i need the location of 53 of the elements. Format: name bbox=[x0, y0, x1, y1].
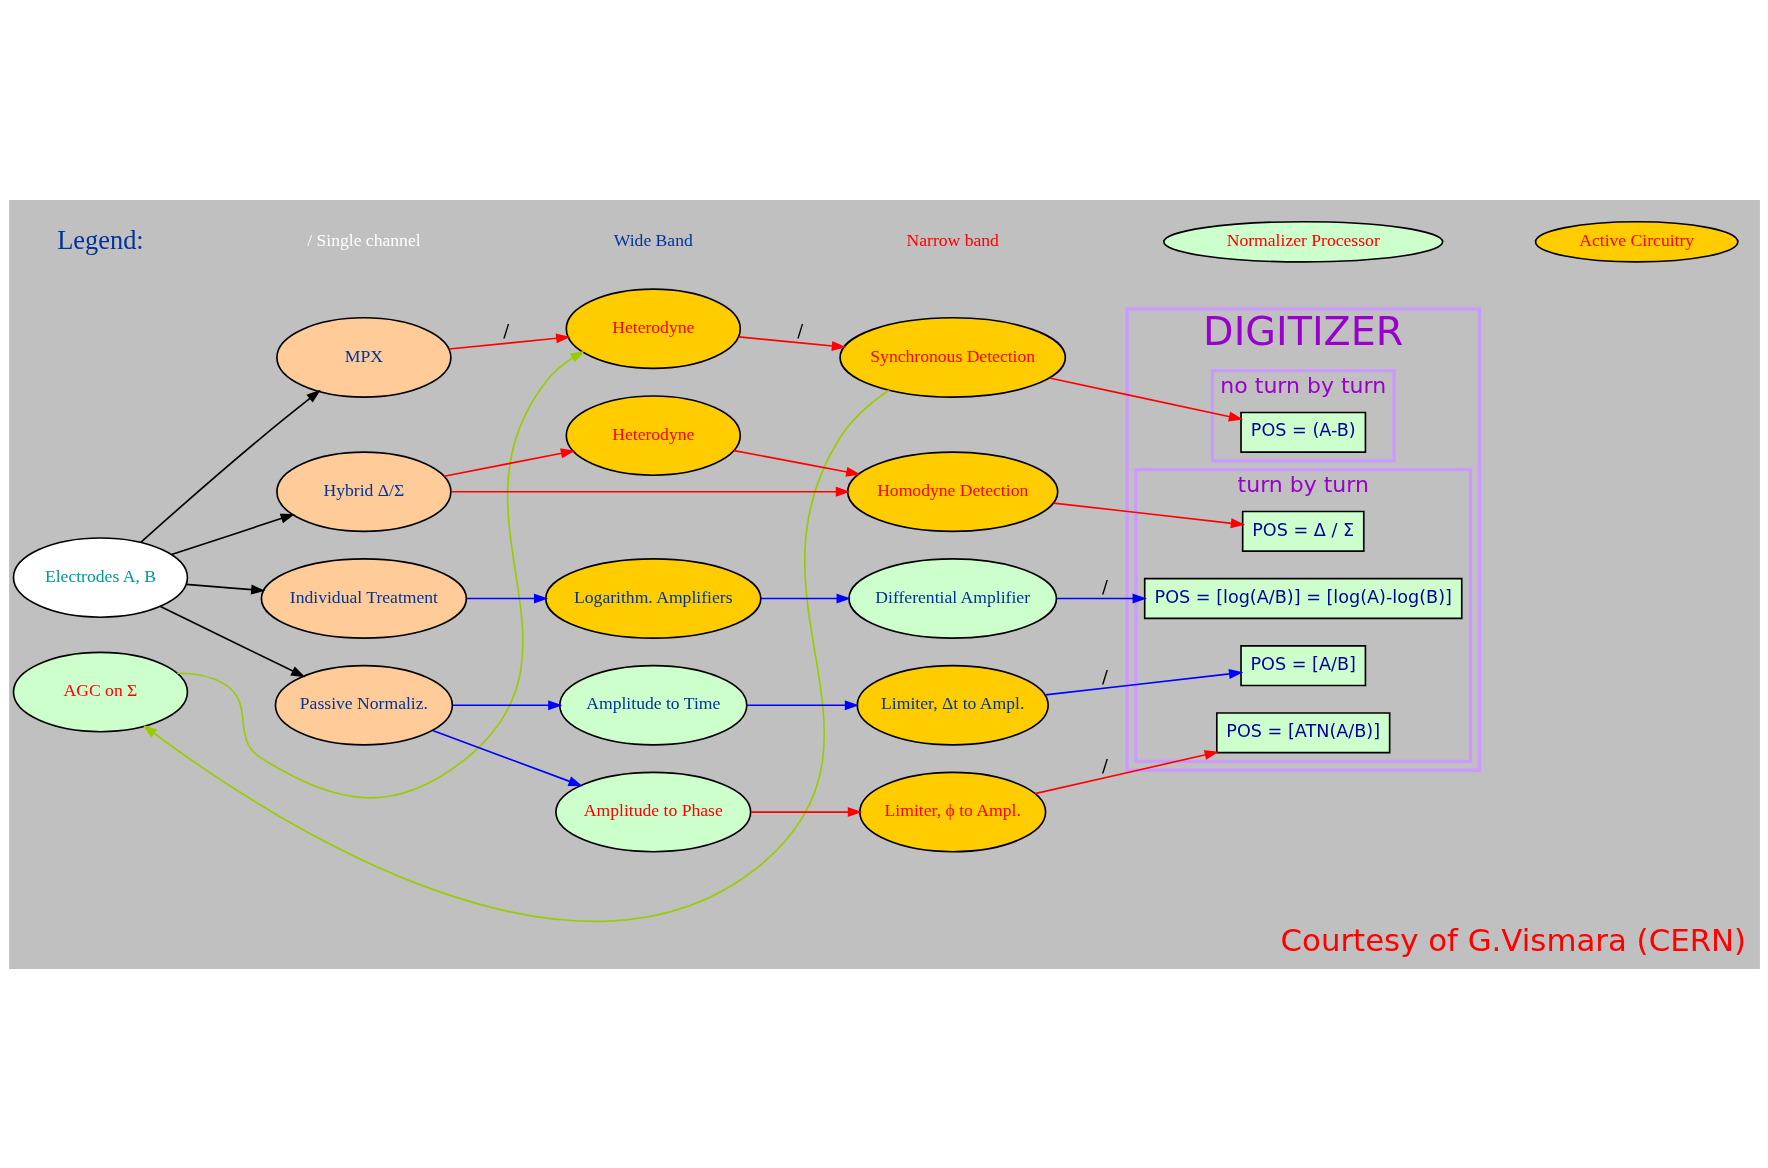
legend-label: / Single channel bbox=[306, 229, 421, 250]
arrow bbox=[1033, 749, 1219, 794]
arrow bbox=[732, 449, 860, 477]
node-ellipse: Limiter, Δt to Ampl. bbox=[855, 664, 1049, 746]
node-ellipse: Electrodes A, B bbox=[12, 536, 188, 618]
node-ellipse: Synchronous Detection bbox=[838, 316, 1066, 398]
node-box: POS = [A/B] bbox=[1239, 644, 1366, 686]
node-ellipse: Heterodyne bbox=[565, 287, 741, 369]
node-ellipse: MPX bbox=[275, 316, 452, 398]
arrow bbox=[447, 332, 570, 350]
arrow bbox=[139, 389, 321, 543]
node-ellipse: AGC on Σ bbox=[12, 651, 188, 733]
node-ellipse: Hybrid Δ/Σ bbox=[275, 450, 452, 532]
arrow bbox=[759, 593, 851, 604]
edge-label: / bbox=[502, 320, 509, 341]
arrow bbox=[749, 806, 862, 817]
arrow bbox=[170, 513, 295, 555]
node-ellipse: Differential Amplifier bbox=[847, 557, 1057, 639]
arrow bbox=[159, 605, 305, 677]
node-ellipse: Logarithm. Amplifiers bbox=[544, 557, 762, 639]
arrow bbox=[175, 350, 585, 799]
legend-label: Narrow band bbox=[905, 229, 999, 250]
node-box: POS = [ATN(A/B)] bbox=[1215, 711, 1390, 753]
node-ellipse: Individual Treatment bbox=[260, 557, 467, 639]
edge-label: / bbox=[1101, 755, 1108, 776]
arrow bbox=[449, 486, 850, 497]
arrow bbox=[1044, 668, 1243, 696]
arrow bbox=[737, 335, 846, 351]
arrow bbox=[1052, 501, 1245, 528]
arrow bbox=[431, 729, 583, 786]
node-ellipse: Amplitude to Phase bbox=[554, 771, 751, 853]
legend-label: Normalizer Processor bbox=[1226, 229, 1380, 250]
arrow bbox=[442, 447, 575, 477]
arrow bbox=[745, 699, 859, 710]
arrow bbox=[1048, 376, 1243, 421]
node-ellipse: Amplitude to Time bbox=[558, 664, 748, 746]
arrow bbox=[185, 583, 265, 595]
caption: Courtesy of G.Vismara (CERN) bbox=[1280, 921, 1746, 958]
arrow bbox=[451, 699, 562, 710]
arrow bbox=[465, 593, 548, 604]
node-ellipse: Heterodyne bbox=[565, 394, 741, 476]
node-box: POS = [log(A/B)] = [log(A)-log(B)] bbox=[1143, 577, 1463, 619]
node-box: POS = (A-B) bbox=[1239, 411, 1366, 453]
legend-label: Wide Band bbox=[613, 229, 693, 250]
node-ellipse: Limiter, ϕ to Ampl. bbox=[858, 771, 1046, 853]
label: Legend: bbox=[56, 224, 144, 255]
arrow bbox=[1055, 593, 1147, 604]
node-box: POS = Δ / Σ bbox=[1241, 510, 1365, 552]
legend-label: Active Circuitry bbox=[1578, 229, 1694, 250]
edge-label: / bbox=[796, 320, 803, 341]
edge-label: / bbox=[1101, 666, 1108, 687]
arrow bbox=[142, 388, 890, 922]
edge-label: / bbox=[1101, 576, 1108, 597]
